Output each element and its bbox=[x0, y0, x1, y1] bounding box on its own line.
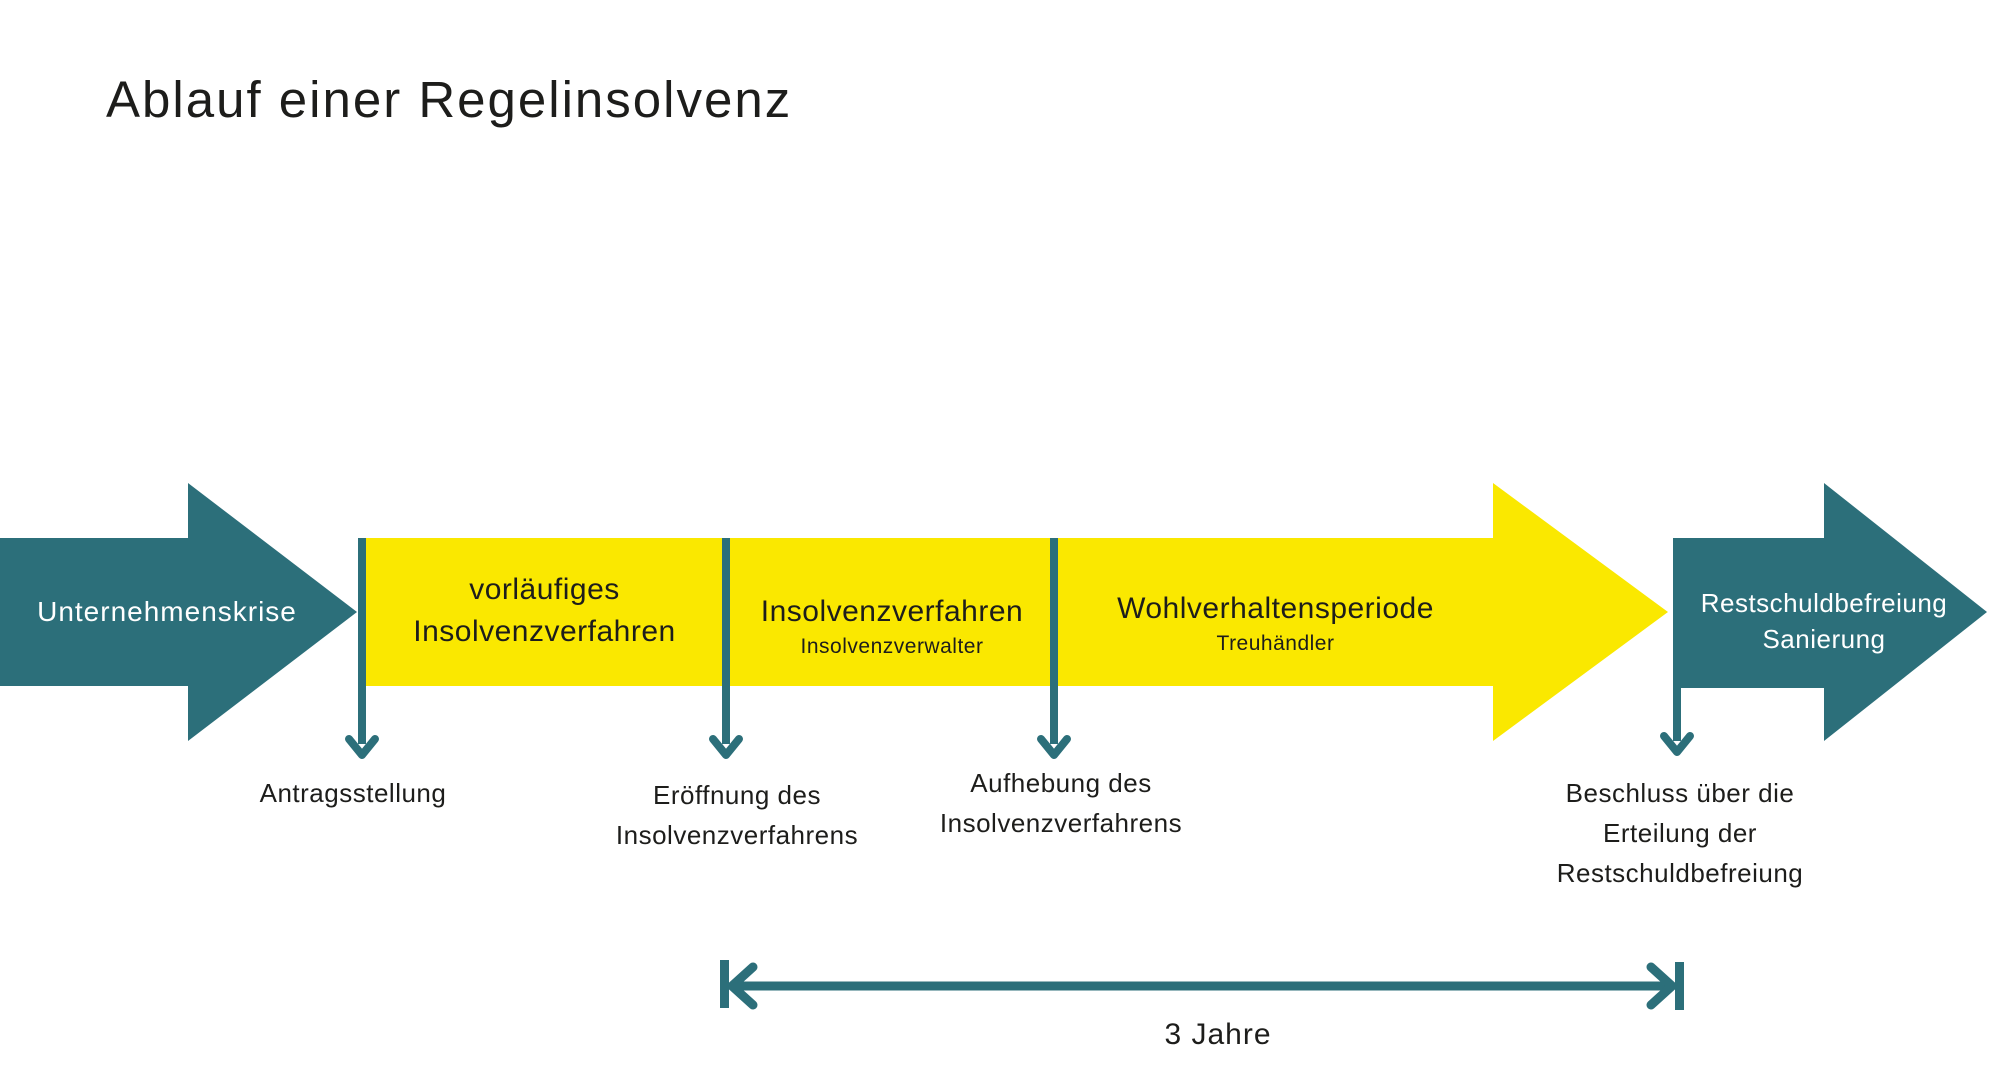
phase-insolvency-proceedings: Insolvenzverfahren Insolvenzverwalter bbox=[730, 591, 1054, 661]
milestone-2-label-line-2: Insolvenzverfahrens bbox=[615, 820, 859, 850]
duration-arrow bbox=[720, 960, 1684, 1010]
phase-1-title-line-1: vorläufiges bbox=[469, 573, 620, 606]
duration-label: 3 Jahre bbox=[1164, 1018, 1272, 1051]
milestone-1-arrowhead-icon bbox=[345, 735, 379, 759]
end-arrow-label-line-2: Sanierung bbox=[1762, 624, 1886, 654]
phase-preliminary-proceedings: vorläufiges Insolvenzverfahren bbox=[366, 569, 723, 653]
milestone-1-label: Antragsstellung bbox=[203, 776, 503, 810]
milestone-2-label: Eröffnung des Insolvenzverfahrens bbox=[557, 775, 917, 855]
milestone-4-label: Beschluss über die Erteilung der Restsch… bbox=[1530, 773, 1830, 893]
milestone-4-arrowhead-icon bbox=[1660, 732, 1694, 756]
duration-right-arrowhead-icon bbox=[1646, 962, 1677, 1010]
phase-good-conduct-period: Wohlverhaltensperiode Treuhändler bbox=[1058, 588, 1493, 658]
milestone-3-label-line-2: Insolvenzverfahrens bbox=[939, 808, 1183, 838]
duration-left-arrowhead-icon bbox=[727, 962, 758, 1010]
milestone-1-marker bbox=[345, 538, 379, 759]
phase-3-subtitle: Treuhändler bbox=[1216, 632, 1335, 655]
page-title: Ablauf einer Regelinsolvenz bbox=[106, 71, 793, 128]
end-arrow-label-line-1: Restschuldbefreiung bbox=[1700, 588, 1948, 618]
milestone-3-arrowhead-icon bbox=[1037, 735, 1071, 759]
milestone-4-label-line-3: Restschuldbefreiung bbox=[1556, 858, 1804, 888]
milestone-2-marker bbox=[709, 538, 743, 759]
timeline-arrow-shape bbox=[366, 483, 1668, 741]
end-arrow-shape bbox=[1673, 483, 1987, 741]
milestone-3-label-line-1: Aufhebung des bbox=[970, 768, 1152, 798]
end-arrow-label: Restschuldbefreiung Sanierung bbox=[1673, 585, 1975, 657]
start-arrow-shape bbox=[0, 483, 357, 741]
milestone-4-label-line-1: Beschluss über die bbox=[1565, 778, 1795, 808]
milestone-2-label-line-1: Eröffnung des bbox=[653, 780, 821, 810]
milestone-4-label-line-2: Erteilung der bbox=[1603, 818, 1757, 848]
phase-2-subtitle: Insolvenzverwalter bbox=[800, 635, 984, 658]
milestone-1-label-line-1: Antragsstellung bbox=[259, 778, 447, 808]
start-arrow-label: Unternehmenskrise bbox=[37, 596, 297, 627]
phase-2-title: Insolvenzverfahren bbox=[760, 595, 1024, 628]
milestone-4-marker bbox=[1660, 538, 1694, 756]
milestone-3-label: Aufhebung des Insolvenzverfahrens bbox=[881, 763, 1241, 843]
phase-3-title: Wohlverhaltensperiode bbox=[1117, 592, 1434, 625]
phase-1-title-line-2: Insolvenzverfahren bbox=[413, 615, 676, 648]
milestone-3-marker bbox=[1037, 538, 1071, 759]
milestone-2-arrowhead-icon bbox=[709, 735, 743, 759]
